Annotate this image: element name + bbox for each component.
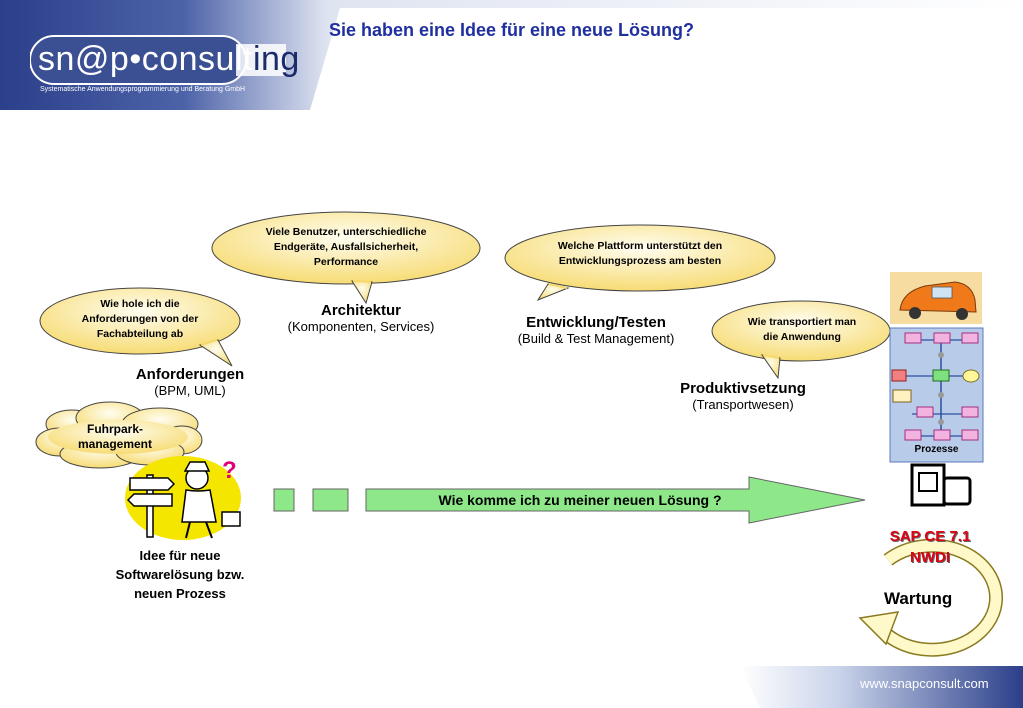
logo-badge xyxy=(29,35,286,85)
cloud-fuhrpark-text: Fuhrpark- management xyxy=(60,422,170,452)
stage-subtitle: (Build & Test Management) xyxy=(517,331,675,346)
computer-icon xyxy=(910,463,972,507)
cycle-arrow xyxy=(858,538,1003,657)
text-line: Performance xyxy=(313,256,379,268)
text-line: Fuhrpark- xyxy=(86,422,143,436)
prozesse-label: Prozesse xyxy=(914,444,959,455)
bubble-transport xyxy=(711,300,891,380)
big-arrow xyxy=(365,476,866,524)
text-line: Fachabteilung ab xyxy=(96,328,184,340)
text-line: Wie transportiert man xyxy=(747,316,857,328)
stage-subtitle: (BPM, UML) xyxy=(154,383,226,398)
progress-box-2 xyxy=(312,488,349,512)
bubble-architecture xyxy=(211,211,481,305)
text-line: Endgeräte, Ausfallsicherheit, xyxy=(273,241,419,253)
car-image xyxy=(890,272,982,324)
text-line: Anforderungen von der xyxy=(81,313,199,325)
stage-title: Architektur xyxy=(320,302,402,319)
bubble-transport-text: Wie transportiert man die Anwendung xyxy=(722,315,882,345)
page-title: Sie haben eine Idee für eine neue Lösung… xyxy=(328,20,695,40)
stage-title: Entwicklung/Testen xyxy=(526,314,666,331)
stage-title: Anforderungen xyxy=(135,366,245,383)
sap-label: SAP CE 7.1 NWDI xyxy=(870,526,990,568)
stage-architektur: Architektur (Komponenten, Services) xyxy=(270,302,452,334)
header-background xyxy=(0,0,1023,110)
text-line: Wie hole ich die xyxy=(100,298,180,310)
stage-produktiv: Produktivsetzung (Transportwesen) xyxy=(668,380,818,412)
bubble-platform xyxy=(504,224,776,302)
stage-subtitle: (Transportwesen) xyxy=(692,397,794,412)
logo-main-text: sn@p•consult xyxy=(38,40,253,78)
stage-title: Produktivsetzung xyxy=(680,380,806,397)
logo-suffix-text: ing xyxy=(252,40,300,78)
text-line: Viele Benutzer, unterschiedliche xyxy=(265,226,427,238)
footer-url: www.snapconsult.com xyxy=(860,676,989,691)
text-line: Entwicklungsprozess am besten xyxy=(558,255,722,267)
sap-line-2: NWDI xyxy=(910,549,950,566)
text-line: management xyxy=(77,437,153,451)
text-line: neuen Prozess xyxy=(134,586,226,601)
stage-entwicklung: Entwicklung/Testen (Build & Test Managem… xyxy=(500,314,692,346)
svg-text:?: ? xyxy=(222,457,237,484)
bubble-requirements xyxy=(39,287,241,367)
logo-text: sn@p•consulting xyxy=(38,40,300,79)
cloud-fuhrpark xyxy=(35,401,203,469)
logo-subtitle: Systematische Anwendungsprogrammierung u… xyxy=(40,86,246,93)
footer-band xyxy=(740,666,1023,708)
sap-line-1: SAP CE 7.1 xyxy=(889,528,971,545)
text-line: Welche Plattform unterstützt den xyxy=(557,240,723,252)
progress-box-1 xyxy=(273,488,295,512)
idea-figure: ? xyxy=(125,456,241,540)
bubble-platform-text: Welche Plattform unterstützt den Entwick… xyxy=(520,239,760,269)
text-line: Idee für neue xyxy=(139,548,221,563)
text-line: Softwarelösung bzw. xyxy=(115,567,245,582)
wartung-label: Wartung xyxy=(884,589,953,608)
bubble-requirements-text: Wie hole ich die Anforderungen von der F… xyxy=(60,297,220,342)
process-diagram xyxy=(889,327,984,463)
stage-anforderungen: Anforderungen (BPM, UML) xyxy=(120,366,260,398)
text-line: die Anwendung xyxy=(763,331,841,343)
company-logo xyxy=(29,34,292,96)
idea-text: Idee für neue Softwarelösung bzw. neuen … xyxy=(100,546,260,603)
arrow-label: Wie komme ich zu meiner neuen Lösung ? xyxy=(438,492,722,508)
bubble-architecture-text: Viele Benutzer, unterschiedliche Endgerä… xyxy=(230,225,462,270)
stage-subtitle: (Komponenten, Services) xyxy=(287,319,435,334)
